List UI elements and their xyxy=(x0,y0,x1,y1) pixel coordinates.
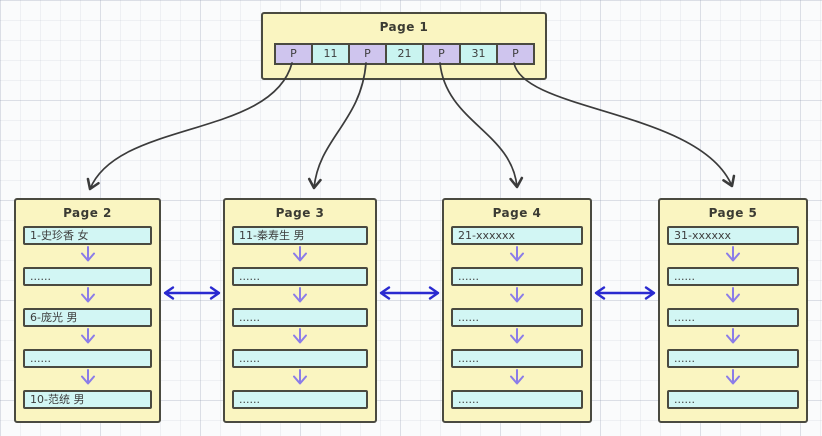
down-arrow-icon xyxy=(293,246,307,262)
root-cell-row: P 11 P 21 P 31 P xyxy=(274,43,535,65)
down-arrow-icon xyxy=(510,328,524,344)
tree-arrow-to-page2 xyxy=(86,62,293,191)
tree-pointer-arrows xyxy=(86,62,736,191)
down-arrow-icon xyxy=(726,328,740,344)
record-row: 10-范统 男 xyxy=(23,390,152,409)
key-cell: 21 xyxy=(385,43,424,65)
record-row: ...... xyxy=(232,308,368,327)
record-row: ...... xyxy=(451,308,583,327)
record-row: ...... xyxy=(232,390,368,409)
record-row: ...... xyxy=(667,267,799,286)
record-row: 31-xxxxxx xyxy=(667,226,799,245)
page-title: Page 3 xyxy=(275,206,325,220)
down-arrow-icon xyxy=(80,369,95,385)
down-arrow-icon xyxy=(293,369,307,385)
leaf-body: 11-秦寿生 男 ...... ...... ...... ...... xyxy=(225,226,375,409)
leaf-body: 21-xxxxxx ...... ...... ...... ...... xyxy=(444,226,590,409)
record-row: 1-史珍香 女 xyxy=(23,226,152,245)
down-arrow-icon xyxy=(726,369,740,385)
down-arrow-icon xyxy=(726,287,740,303)
page-title: Page 4 xyxy=(492,206,542,220)
key-cell: 11 xyxy=(311,43,350,65)
leaf-page-4: Page 4 21-xxxxxx ...... ...... ...... ..… xyxy=(442,198,592,423)
pointer-cell: P xyxy=(422,43,461,65)
leaf-page-2: Page 2 1-史珍香 女 ...... 6-庞光 男 ...... 10-范… xyxy=(14,198,161,423)
leaf-link-arrow-p2-p3 xyxy=(163,286,221,300)
tree-arrow-to-page3 xyxy=(307,62,367,190)
down-arrow-icon xyxy=(726,246,740,262)
pointer-cell: P xyxy=(496,43,535,65)
record-row: 21-xxxxxx xyxy=(451,226,583,245)
record-row: ...... xyxy=(451,267,583,286)
record-row: ...... xyxy=(23,349,152,368)
pointer-cell: P xyxy=(274,43,313,65)
leaf-page-3: Page 3 11-秦寿生 男 ...... ...... ...... ...… xyxy=(223,198,377,423)
down-arrow-icon xyxy=(510,246,524,262)
page-title: Page 1 xyxy=(379,20,429,34)
record-row: ...... xyxy=(232,267,368,286)
down-arrow-icon xyxy=(80,246,95,262)
record-row: ...... xyxy=(667,349,799,368)
root-page: Page 1 P 11 P 21 P 31 P xyxy=(261,12,547,80)
down-arrow-icon xyxy=(293,287,307,303)
leaf-body: 1-史珍香 女 ...... 6-庞光 男 ...... 10-范统 男 xyxy=(16,226,159,409)
key-cell: 31 xyxy=(459,43,498,65)
down-arrow-icon xyxy=(510,369,524,385)
tree-arrow-to-page4 xyxy=(439,62,524,189)
page-title: Page 2 xyxy=(63,206,112,220)
record-row: ...... xyxy=(232,349,368,368)
down-arrow-icon xyxy=(293,328,307,344)
record-row: 11-秦寿生 男 xyxy=(232,226,368,245)
record-row: ...... xyxy=(23,267,152,286)
page-title: Page 5 xyxy=(708,206,758,220)
record-row: ...... xyxy=(667,390,799,409)
leaf-link-arrow-p3-p4 xyxy=(379,286,440,300)
down-arrow-icon xyxy=(80,287,95,303)
leaf-body: 31-xxxxxx ...... ...... ...... ...... xyxy=(660,226,806,409)
down-arrow-icon xyxy=(510,287,524,303)
down-arrow-icon xyxy=(80,328,95,344)
pointer-cell: P xyxy=(348,43,387,65)
record-row: 6-庞光 男 xyxy=(23,308,152,327)
record-row: ...... xyxy=(451,390,583,409)
record-row: ...... xyxy=(667,308,799,327)
leaf-page-5: Page 5 31-xxxxxx ...... ...... ...... ..… xyxy=(658,198,808,423)
leaf-link-arrow-p4-p5 xyxy=(594,286,656,300)
record-row: ...... xyxy=(451,349,583,368)
tree-arrow-to-page5 xyxy=(513,62,736,188)
